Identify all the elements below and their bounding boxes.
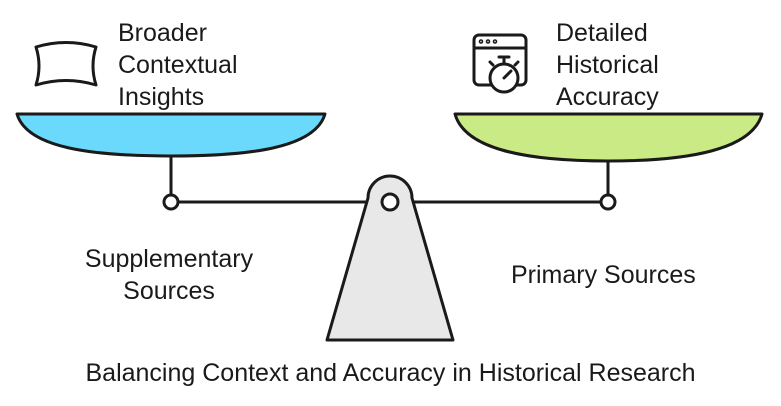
primary-sources-text: Primary Sources — [511, 261, 696, 289]
fulcrum — [325, 174, 455, 342]
primary-sources-label: Primary Sources — [511, 259, 696, 291]
left-pan-label: Broader Contextual Insights — [118, 17, 238, 113]
right-pan-joint — [599, 193, 617, 211]
left-pan-joint — [162, 193, 180, 211]
diagram-caption: Balancing Context and Accuracy in Histor… — [0, 357, 781, 389]
left-pan-label-line-3: Insights — [118, 83, 205, 111]
banner-scroll-icon — [34, 41, 98, 87]
browser-stopwatch-icon — [472, 33, 528, 94]
right-pan-label-line-3: Accuracy — [556, 83, 659, 111]
right-pan-label: Detailed Historical Accuracy — [556, 17, 659, 113]
supplementary-sources-line-2: Sources — [123, 277, 215, 305]
left-pan-label-line-1: Broader — [118, 19, 207, 47]
left-pan-label-line-2: Contextual — [118, 51, 238, 79]
diagram-caption-text: Balancing Context and Accuracy in Histor… — [85, 359, 696, 387]
right-pan-label-line-2: Historical — [556, 51, 659, 79]
left-pan — [15, 112, 327, 158]
fulcrum-pivot — [380, 192, 400, 212]
right-pan — [453, 112, 764, 163]
supplementary-sources-line-1: Supplementary — [84, 245, 254, 273]
right-pan-label-line-1: Detailed — [556, 19, 648, 47]
supplementary-sources-label: Supplementary Sources — [78, 243, 260, 307]
